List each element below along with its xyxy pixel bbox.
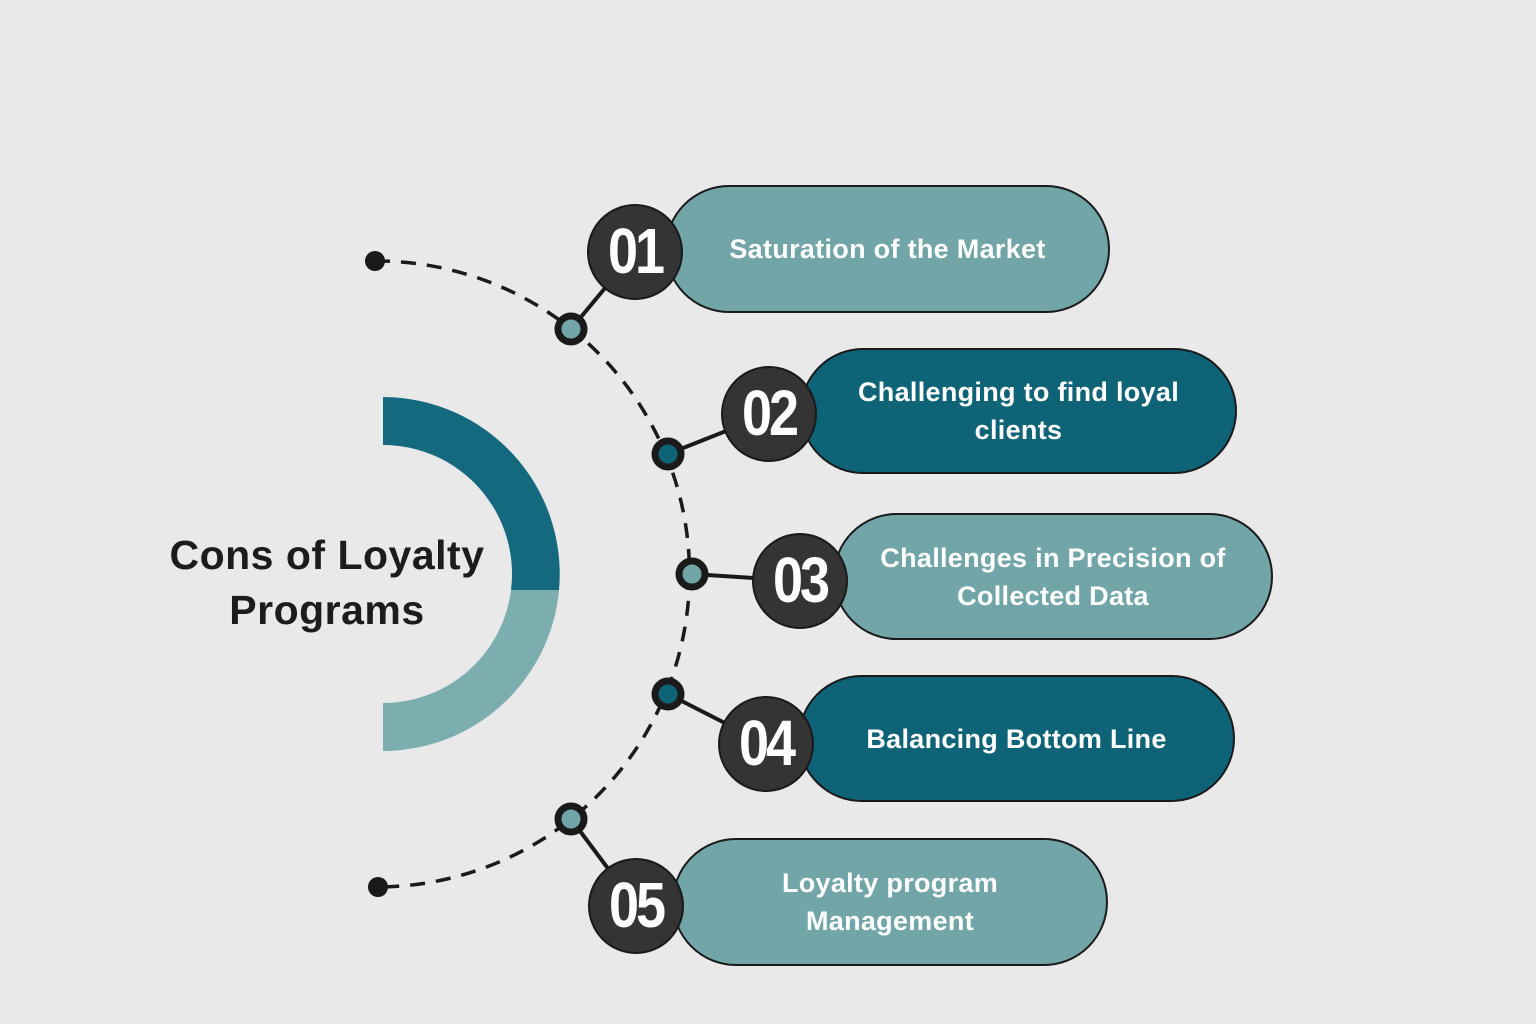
arc-end-dot-bottom (368, 877, 388, 897)
step-label-4: Balancing Bottom Line (866, 723, 1167, 754)
step-label-3: Challenges in Precision of Collected Dat… (880, 542, 1226, 611)
step-pill-4: Balancing Bottom Line (798, 675, 1235, 802)
step-number-5: 05 (608, 870, 666, 942)
page-title: Cons of Loyalty Programs (117, 528, 537, 638)
arc-node-4 (651, 677, 685, 711)
step-number-badge-3: 03 (752, 533, 848, 629)
step-pill-1: Saturation of the Market (665, 185, 1110, 313)
step-label-2: Challenging to find loyal clients (858, 377, 1179, 445)
step-pill-5: Loyalty program Management (672, 838, 1108, 966)
arc-node-5 (554, 802, 588, 836)
half-donut-upper-segment (383, 397, 560, 590)
step-number-badge-4: 04 (718, 696, 814, 792)
step-number-3: 03 (772, 545, 830, 617)
arc-node-2 (651, 437, 685, 471)
step-number-2: 02 (741, 378, 799, 450)
step-pill-2: Challenging to find loyal clients (800, 348, 1237, 474)
half-donut-lower-segment (383, 590, 559, 751)
step-number-4: 04 (738, 708, 796, 780)
page-title-line-2: Programs (229, 587, 425, 633)
step-number-badge-2: 02 (721, 366, 817, 462)
page-title-line-1: Cons of Loyalty (169, 532, 485, 578)
arc-node-1 (554, 312, 588, 346)
step-label-5: Loyalty program Management (781, 868, 999, 936)
arc-end-dot-top (365, 251, 385, 271)
step-label-1: Saturation of the Market (729, 234, 1046, 264)
step-number-badge-1: 01 (587, 204, 683, 300)
step-pill-3: Challenges in Precision of Collected Dat… (833, 513, 1273, 640)
step-number-1: 01 (607, 216, 665, 288)
arc-node-3 (675, 557, 709, 591)
step-number-badge-5: 05 (588, 858, 684, 954)
